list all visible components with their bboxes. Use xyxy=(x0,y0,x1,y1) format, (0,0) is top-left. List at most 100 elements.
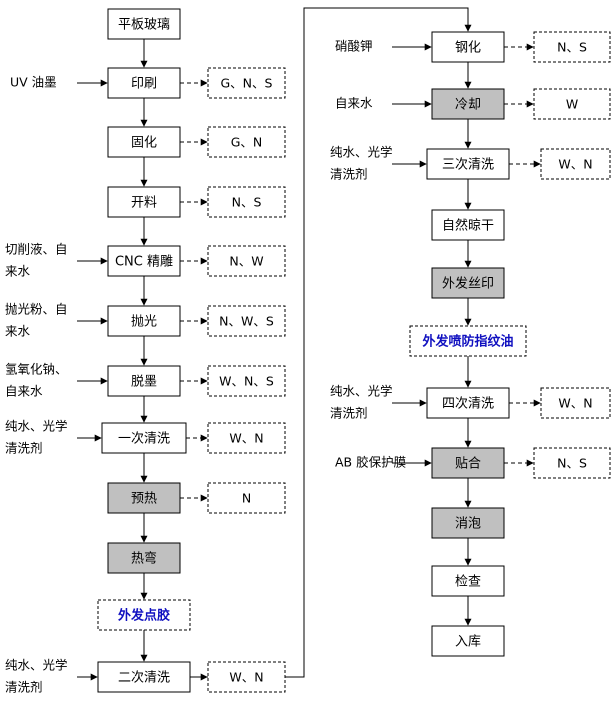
right-step-box xyxy=(409,325,527,357)
left-step-box xyxy=(101,422,187,454)
left-step-label: 平板玻璃 xyxy=(118,18,170,33)
left-emission-label: N、W xyxy=(229,254,263,269)
right-step-box xyxy=(431,507,505,539)
right-input-label: 纯水、光学 xyxy=(330,145,393,160)
left-emission-box xyxy=(207,661,286,693)
left-emission-box xyxy=(207,305,286,337)
right-step-label: 钢化 xyxy=(455,41,481,56)
left-input-label: 切削液、自 xyxy=(5,242,68,257)
right-step-label: 四次清洗 xyxy=(442,396,494,412)
right-step-0: 钢化 N、S 硝酸钾 xyxy=(335,31,611,63)
left-input-label: 纯水、光学 xyxy=(5,419,68,434)
left-step-10: 外发点胶 xyxy=(97,599,191,631)
left-step-6: 脱墨 W、N、S 氢氧化钠、自来水 xyxy=(5,362,286,399)
right-step-box xyxy=(431,209,505,241)
left-step-label: 开料 xyxy=(131,196,157,211)
right-input-label: 自来水 xyxy=(335,96,373,111)
right-input-label: 纯水、光学 xyxy=(330,384,393,399)
left-step-label: 固化 xyxy=(131,136,157,151)
left-input-label: 清洗剂 xyxy=(5,441,43,456)
left-input-label: 抛光粉、自 xyxy=(5,302,68,317)
left-step-label: 外发点胶 xyxy=(117,608,170,624)
right-emission-label: N、S xyxy=(557,456,587,471)
left-step-box xyxy=(107,67,181,99)
right-step-9: 检查 xyxy=(431,565,505,597)
left-emission-box xyxy=(207,245,286,277)
right-input-label: 硝酸钾 xyxy=(335,39,373,54)
left-step-0: 平板玻璃 xyxy=(107,8,181,40)
right-step-box xyxy=(426,387,510,419)
right-input-label: 清洗剂 xyxy=(330,167,368,182)
right-emission-label: W xyxy=(566,97,578,112)
left-step-label: 热弯 xyxy=(131,551,157,567)
left-step-label: CNC 精雕 xyxy=(115,255,173,270)
left-emission-box xyxy=(207,422,286,454)
right-emission-box xyxy=(540,148,611,180)
left-emission-box xyxy=(207,186,286,218)
left-input-label: 自来水 xyxy=(5,384,43,399)
left-step-label: 一次清洗 xyxy=(118,431,170,447)
right-step-8: 消泡 xyxy=(431,507,505,539)
right-step-label: 外发丝印 xyxy=(442,276,494,292)
right-step-box xyxy=(431,88,505,120)
left-emission-label: G、N xyxy=(231,135,263,150)
right-step-label: 检查 xyxy=(455,575,481,590)
left-step-label: 二次清洗 xyxy=(118,670,170,686)
right-emission-box xyxy=(540,387,611,419)
right-emission-box xyxy=(533,31,611,63)
left-step-box xyxy=(107,186,181,218)
right-step-box xyxy=(431,625,505,657)
left-input-label: 纯水、光学 xyxy=(5,658,68,673)
left-step-box xyxy=(107,126,181,158)
right-input-label: 清洗剂 xyxy=(330,406,368,421)
right-step-label: 自然晾干 xyxy=(442,218,494,234)
left-emission-label: W、N xyxy=(229,670,263,685)
left-step-label: 抛光 xyxy=(131,315,157,330)
left-emission-label: N、W、S xyxy=(219,314,274,329)
left-step-box xyxy=(107,245,181,277)
right-emission-label: N、S xyxy=(557,40,587,55)
left-input-label: 来水 xyxy=(5,264,31,279)
right-emission-label: W、N xyxy=(558,157,592,172)
left-input-label: 氢氧化钠、 xyxy=(5,362,68,377)
left-emission-label: W、N xyxy=(229,431,263,446)
left-step-2: 固化 G、N xyxy=(107,126,286,158)
right-step-label: 三次清洗 xyxy=(442,157,494,173)
right-emission-box xyxy=(533,88,611,120)
left-step-box xyxy=(107,8,181,40)
right-step-label: 消泡 xyxy=(455,517,481,532)
left-emission-label: W、N、S xyxy=(219,374,274,389)
left-input-label: 清洗剂 xyxy=(5,680,43,695)
left-emission-label: G、N、S xyxy=(221,76,273,91)
left-step-box xyxy=(107,305,181,337)
left-step-box xyxy=(97,599,191,631)
right-step-4: 外发丝印 xyxy=(431,267,505,299)
left-step-box xyxy=(107,365,181,397)
right-step-10: 入库 xyxy=(431,625,505,657)
right-step-label: 外发喷防指纹油 xyxy=(421,334,513,350)
left-step-box xyxy=(97,661,191,693)
left-emission-label: N、S xyxy=(232,195,262,210)
right-step-label: 贴合 xyxy=(455,457,481,472)
left-emission-box xyxy=(207,67,286,99)
right-step-box xyxy=(431,31,505,63)
right-step-box xyxy=(431,447,505,479)
right-emission-label: W、N xyxy=(558,396,592,411)
left-emission-box xyxy=(207,126,286,158)
left-step-label: 脱墨 xyxy=(131,375,157,390)
right-step-5: 外发喷防指纹油 xyxy=(409,325,527,357)
right-step-3: 自然晾干 xyxy=(431,209,505,241)
left-step-box xyxy=(107,542,181,574)
right-step-box xyxy=(431,565,505,597)
right-step-label: 入库 xyxy=(455,634,481,650)
